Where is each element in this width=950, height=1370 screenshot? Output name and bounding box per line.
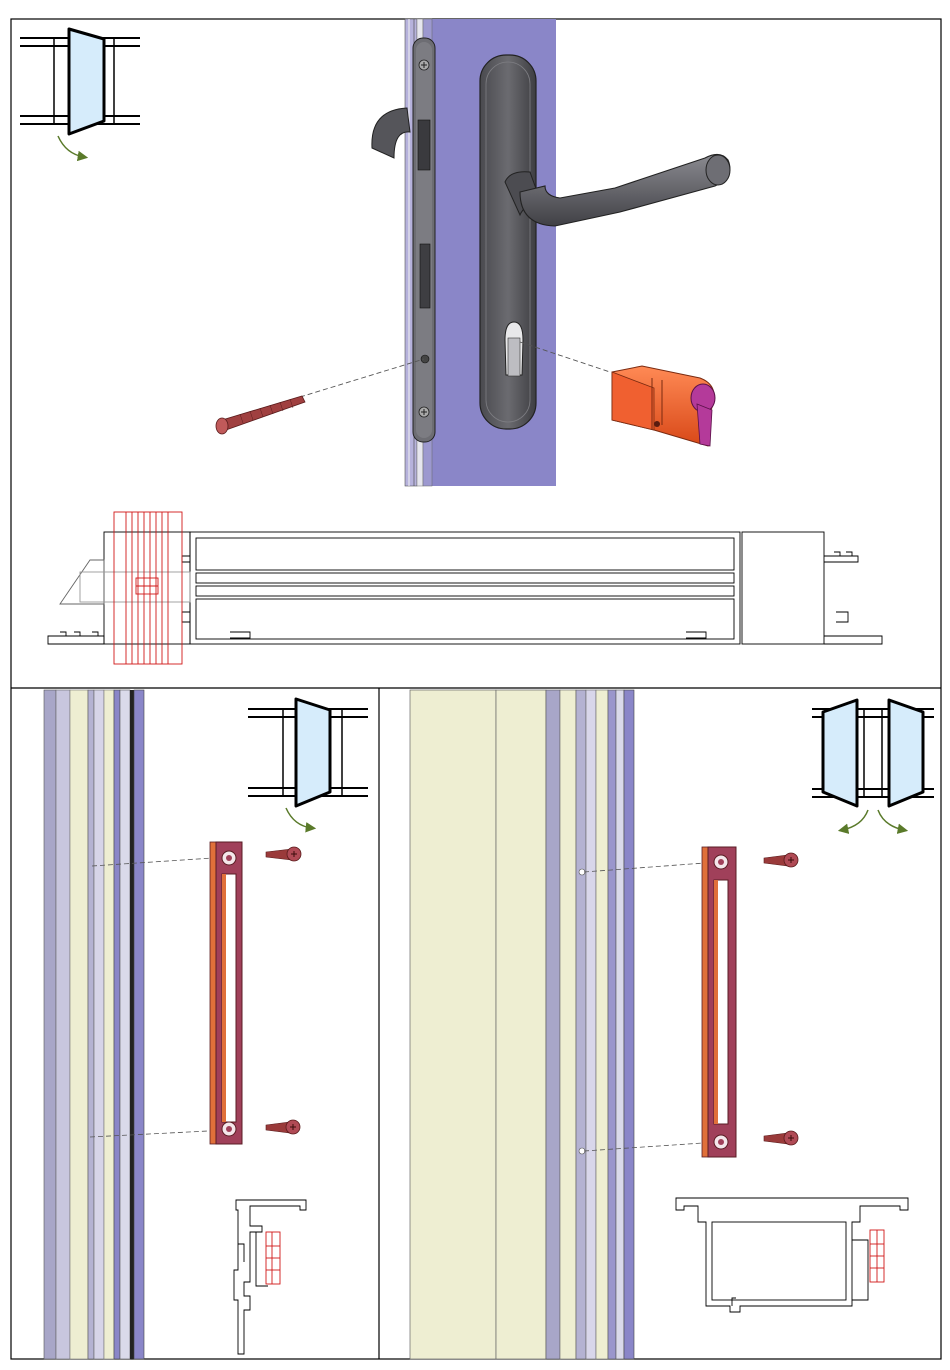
euro-cylinder <box>612 366 715 446</box>
handle-backplate <box>480 55 536 429</box>
bottom-right-panel <box>410 690 934 1359</box>
frame-section-profile <box>48 532 882 644</box>
strike-section-profile <box>676 1198 908 1312</box>
door-swing-double-icon <box>812 700 934 830</box>
frame-profile-strips <box>410 690 634 1359</box>
strike-screw-top <box>764 853 798 867</box>
cylinder-fixing-screw <box>216 396 305 434</box>
top-panel <box>20 19 882 664</box>
strike-plate <box>210 842 242 1144</box>
strike-section-red <box>870 1230 884 1282</box>
rear-lever-handle <box>372 108 410 158</box>
strike-section-red <box>266 1232 280 1284</box>
door-swing-single-icon <box>248 699 368 828</box>
strike-screw-top <box>266 847 301 861</box>
door-swing-single-icon <box>20 29 140 157</box>
lock-faceplate <box>413 38 435 442</box>
frame-profile-strips <box>44 690 144 1359</box>
strike-plate <box>702 847 736 1157</box>
strike-screw-bottom <box>764 1131 798 1145</box>
strike-screw-bottom <box>266 1120 300 1134</box>
lock-section-red <box>114 512 182 664</box>
strike-section-profile <box>234 1200 306 1354</box>
bottom-left-panel <box>44 690 368 1359</box>
